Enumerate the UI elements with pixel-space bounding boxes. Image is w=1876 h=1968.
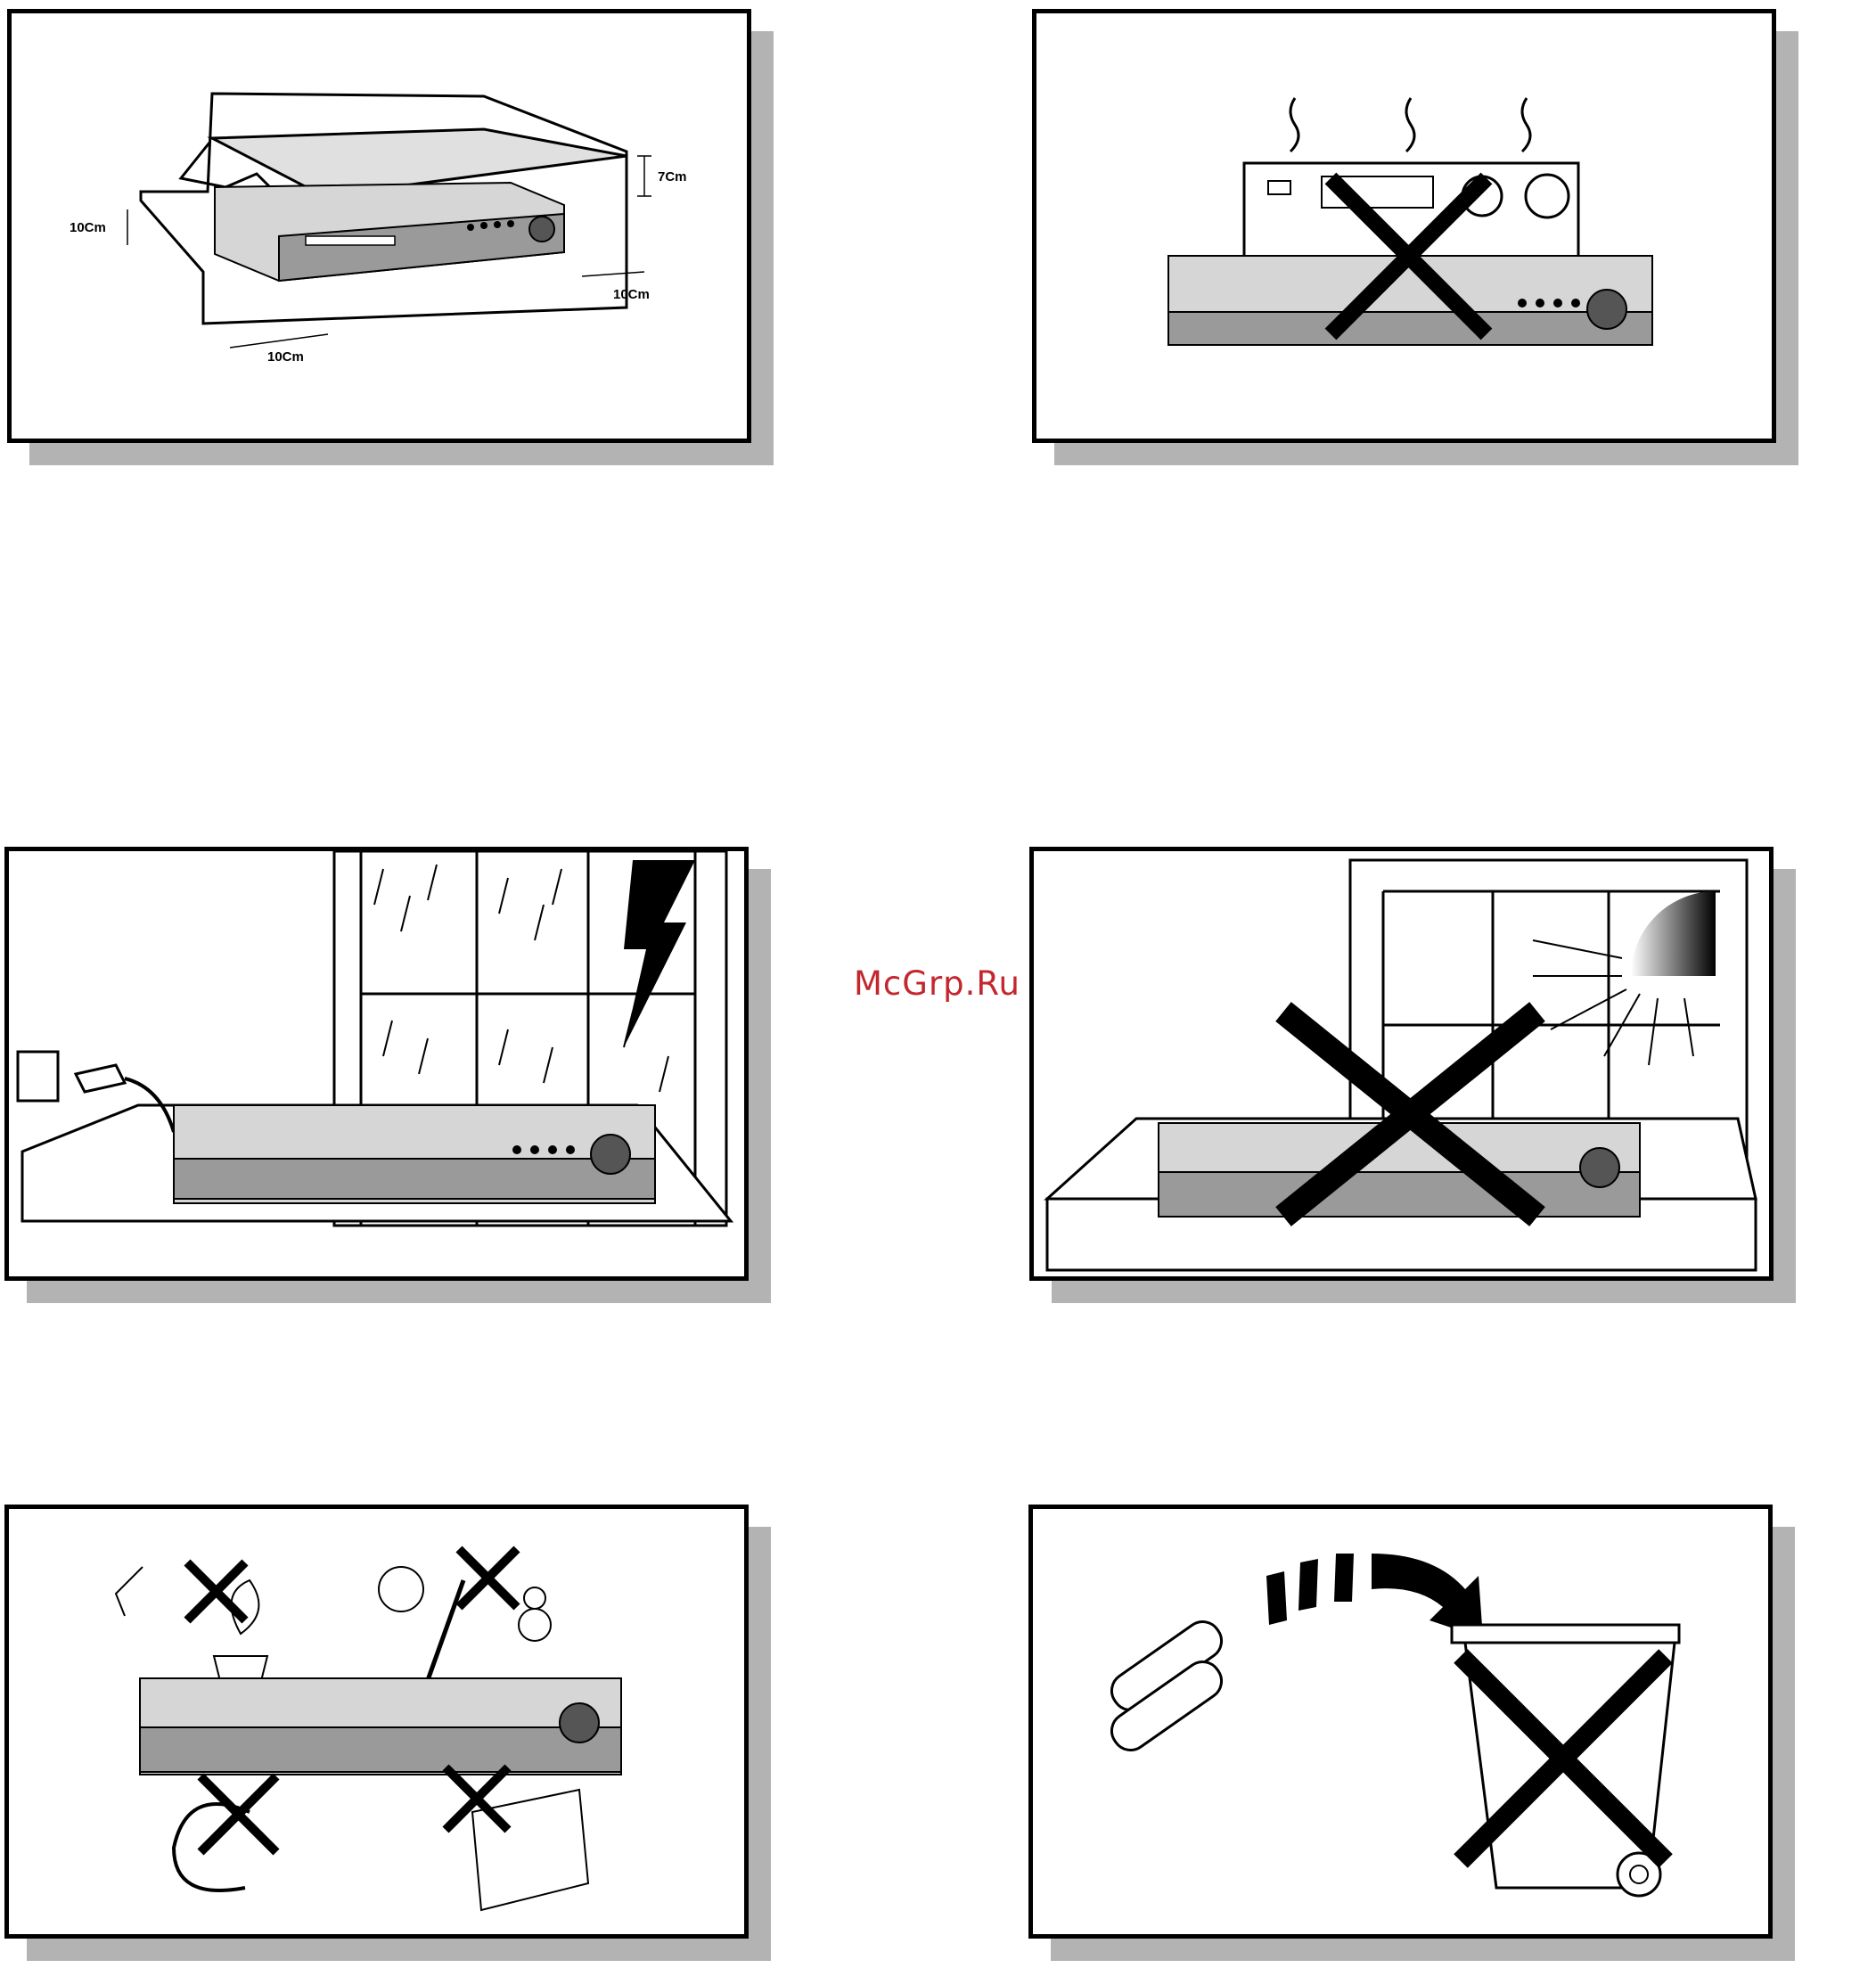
panel-no-hazards-around-unit (4, 1505, 749, 1939)
watermark-text: McGrp.Ru (854, 964, 1020, 1003)
battery-disposal-illustration (1033, 1509, 1768, 1934)
no-heat-source-illustration (1036, 13, 1772, 439)
ventilation-clearance-illustration: 7Cm 10Cm 10Cm 10Cm (12, 13, 747, 439)
panel-frame (1029, 847, 1774, 1281)
batteries-icon (1105, 1615, 1229, 1758)
sun-icon (379, 1567, 423, 1611)
snowman-icon (519, 1609, 551, 1641)
panel-frame: 7Cm 10Cm 10Cm 10Cm (7, 9, 751, 443)
panel-no-heat-source-on-top (1032, 9, 1776, 443)
clearance-left-label: 10Cm (70, 220, 106, 235)
panel-ventilation-clearance: 7Cm 10Cm 10Cm 10Cm (7, 9, 751, 443)
clearance-right-label: 10Cm (613, 287, 650, 302)
storm-unplug-illustration (9, 851, 744, 1276)
clearance-bottom-label: 10Cm (267, 349, 304, 365)
panel-frame (1028, 1505, 1773, 1939)
panel-frame (4, 847, 749, 1281)
prohibited-x-icon (187, 1549, 517, 1620)
panel-storm-unplug (4, 847, 749, 1281)
plug-icon (76, 1065, 125, 1092)
clearance-top-label: 7Cm (658, 169, 687, 184)
panel-frame (4, 1505, 749, 1939)
bin-lid (1452, 1625, 1679, 1643)
heat-waves (1290, 98, 1530, 152)
wall-outlet-icon (18, 1052, 58, 1101)
panel-battery-disposal (1028, 1505, 1773, 1939)
hazards-illustration (9, 1509, 744, 1934)
panel-frame (1032, 9, 1776, 443)
panel-no-direct-sunlight (1029, 847, 1774, 1281)
no-sunlight-illustration (1034, 851, 1769, 1276)
spray-can-icon (116, 1567, 143, 1616)
